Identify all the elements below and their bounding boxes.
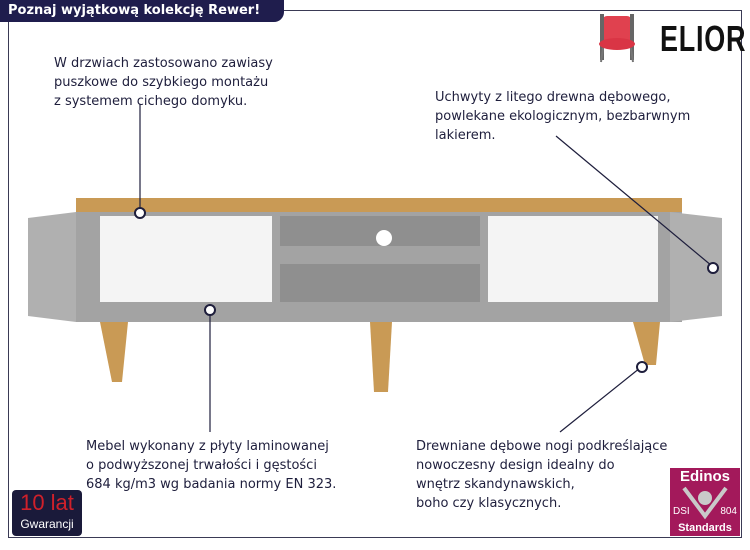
brand-logo: ELIOR [660,18,747,59]
edinos-name: Edinos [679,468,730,485]
left-door [28,212,76,322]
callout-lines [134,104,719,433]
leg-left [100,322,128,382]
standards-label: Standards [678,522,732,534]
leg-right [633,322,660,365]
right-door [670,212,722,322]
dsi-label: DSI [673,506,690,517]
v-check-icon [682,486,728,520]
callout-handles: Uchwyty z litego drewna dębowego, powlek… [435,90,691,143]
warranty-label: Gwarancji [20,517,74,531]
warranty-years: 10 lat [20,490,74,515]
callout-legs: Drewniane dębowe nogi podkreślające nowo… [416,439,668,511]
edinos-certification-badge: Edinos DSI 804 Standards [670,468,740,536]
red-chair-icon [599,14,635,63]
dsi-number: 804 [720,506,737,517]
leg-center [370,322,392,392]
frame-border [8,10,742,538]
collection-title: Poznaj wyjątkową kolekcję Rewer! [0,0,284,22]
oak-top [76,198,682,212]
callout-material: Mebel wykonany z płyty laminowanej o pod… [86,439,337,492]
warranty-badge: 10 lat Gwarancji [12,490,82,536]
callout-hinges: W drzwiach zastosowano zawiasy puszkowe … [54,56,273,109]
